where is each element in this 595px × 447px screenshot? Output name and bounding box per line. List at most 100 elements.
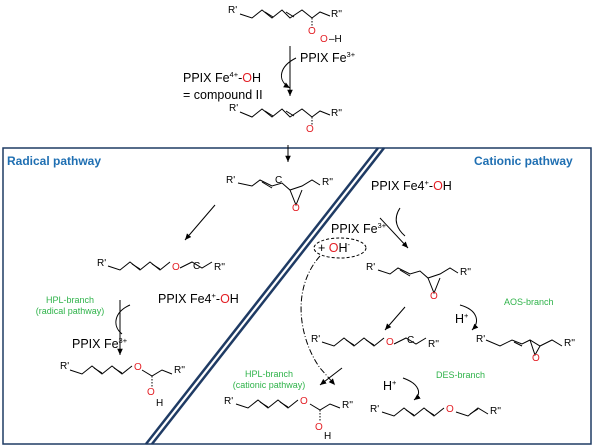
- hpl-cationic-branch-label: HPL-branch (cationic pathway): [228, 370, 310, 390]
- cation-r2-label: R'': [460, 267, 472, 278]
- hemi-cation-r2-label: R'': [342, 400, 354, 411]
- vinyl-ether-radical-molecule: [107, 261, 213, 271]
- radical-fe4-dash: -: [215, 292, 221, 306]
- top-fe3-text: PPIX Fe: [300, 51, 347, 65]
- des-branch-label: DES-branch: [436, 370, 486, 380]
- vinyl-ether-cation-molecule: [321, 337, 427, 347]
- hydroxide-o: O: [328, 241, 339, 255]
- hemi-radical-oh-h-label: H: [156, 398, 164, 409]
- allene-o-label: O: [532, 353, 540, 364]
- divinyl-o-label: O: [446, 404, 454, 415]
- h-plus-aos-charge: +: [464, 311, 469, 320]
- alkoxyl-r1-label: R': [229, 103, 239, 114]
- cationic-pathway-title: Cationic pathway: [474, 154, 573, 168]
- epoxy-radical-o-label: O: [292, 203, 300, 214]
- arrow-radical-1: [184, 204, 216, 241]
- epoxyallylic-radical-molecule: [237, 179, 321, 207]
- arrow-cationic-1: [379, 217, 409, 249]
- arrow-hpl-radical-curve: [115, 304, 131, 335]
- allene-oxide-molecule: [485, 339, 563, 357]
- cationic-fe3-reagent: PPIX Fe3+: [331, 222, 386, 236]
- hemi-radical-r1-label: R': [60, 361, 70, 372]
- hydroxide-charge: -: [347, 240, 351, 249]
- allene-r1-label: R': [476, 334, 486, 345]
- divinyl-r2-label: R'': [490, 406, 502, 417]
- arrow-cationic-curve: [395, 207, 406, 237]
- h-plus-aos-text: H: [455, 312, 465, 326]
- cationic-fe4-charge: +: [424, 178, 429, 187]
- vinyl-radical-r1-label: R': [97, 258, 107, 269]
- cationic-fe4-dash: -: [428, 179, 434, 193]
- oh-minus-ellipse: [313, 237, 367, 259]
- top-o1-label: O: [308, 26, 316, 37]
- hpl-radical-branch-label: HPL-branch (radical pathway): [30, 296, 110, 316]
- radical-fe3-reagent: PPIX Fe3+: [72, 336, 128, 351]
- alkoxyl-radical-molecule: [239, 108, 331, 125]
- epoxy-radical-r2-label: R'': [322, 177, 334, 188]
- alkoxyl-o-label: O: [306, 124, 314, 135]
- vinyl-cation-r2-label: R'': [428, 339, 440, 350]
- arrow-des-curve: [402, 377, 421, 401]
- vinyl-cation-c-label: C: [407, 335, 415, 346]
- compound-ii-label: = compound II: [183, 88, 263, 102]
- arrow-top-curve: [281, 57, 297, 89]
- pathway-frame: [2, 147, 592, 445]
- hemiacetal-radical-product: [69, 365, 173, 388]
- top-o2-label: O: [320, 34, 328, 45]
- h-plus-des-charge: +: [392, 378, 397, 387]
- compound-ii-fe4-charge: 4+: [229, 70, 239, 79]
- top-r1-label: R': [228, 5, 238, 16]
- compound-ii-fe4-reagent: PPIX Fe4+-OH: [183, 70, 261, 85]
- vinyl-cation-o-label: O: [386, 337, 394, 348]
- radical-fe4-h: H: [229, 292, 239, 306]
- radical-pathway-title: Radical pathway: [7, 154, 102, 168]
- hemi-cation-oh-h-label: H: [324, 431, 332, 442]
- divinyl-ether-molecule: [381, 407, 489, 417]
- cationic-fe4-text: PPIX Fe4: [371, 179, 425, 193]
- divider-line-a: [145, 147, 379, 445]
- arrow-hpl-cationic: [319, 367, 343, 386]
- cationic-fe4-h: H: [442, 179, 452, 193]
- h-plus-des-text: H: [383, 379, 393, 393]
- vinyl-cation-r1-label: R': [311, 334, 321, 345]
- hpl-radical-branch-line1: HPL-branch: [45, 295, 95, 305]
- compound-ii-o: O: [242, 71, 253, 85]
- hydroperoxide-molecule: [239, 9, 331, 28]
- h-plus-aos: H+: [455, 311, 469, 326]
- hemi-radical-oh-o-label: O: [147, 387, 155, 398]
- epoxyallylic-cation-molecule: [377, 267, 459, 295]
- hpl-cationic-branch-line1: HPL-branch: [244, 369, 294, 379]
- hemi-radical-o-label: O: [134, 362, 142, 373]
- vinyl-radical-c-label: C: [193, 261, 201, 272]
- cationic-fe4-reagent: PPIX Fe4+-OH: [371, 178, 452, 193]
- aos-branch-label: AOS-branch: [504, 297, 554, 307]
- radical-fe4-charge: +: [211, 291, 216, 300]
- hydroxide-plus: +: [318, 241, 329, 255]
- cationic-fe3-text: PPIX Fe: [331, 222, 378, 236]
- top-r2-label: R'': [331, 9, 343, 20]
- allene-r2-label: R'': [564, 338, 576, 349]
- hydroxide-h: H: [338, 241, 348, 255]
- hydroxide-label: + OH-: [318, 240, 351, 255]
- top-fe3-reagent: PPIX Fe3+: [300, 50, 356, 65]
- epoxy-radical-c-label: C: [275, 175, 283, 186]
- divider-line-b: [151, 147, 385, 445]
- radical-fe3-charge: 3+: [118, 336, 128, 345]
- compound-ii-fe4-text: PPIX Fe: [183, 71, 230, 85]
- cationic-fe4-o: O: [433, 179, 443, 193]
- radical-fe3-text: PPIX Fe: [72, 337, 119, 351]
- hemiacetal-cationic-product: [235, 399, 341, 422]
- h-plus-des: H+: [383, 378, 397, 393]
- vinyl-radical-r2-label: R'': [214, 262, 226, 273]
- top-fe3-charge: 3+: [346, 50, 356, 59]
- radical-fe4-reagent: PPIX Fe4+-OH: [158, 291, 239, 306]
- vinyl-radical-o-label: O: [172, 262, 180, 273]
- cation-r1-label: R': [366, 262, 376, 273]
- hemi-radical-r2-label: R'': [174, 365, 186, 376]
- radical-fe4-text: PPIX Fe4: [158, 292, 212, 306]
- alkoxyl-r2-label: R'': [331, 108, 343, 119]
- hemi-cation-r1-label: R': [224, 396, 234, 407]
- hemi-cation-oh-o-label: O: [315, 422, 323, 433]
- arrow-aos-curve: [459, 304, 479, 331]
